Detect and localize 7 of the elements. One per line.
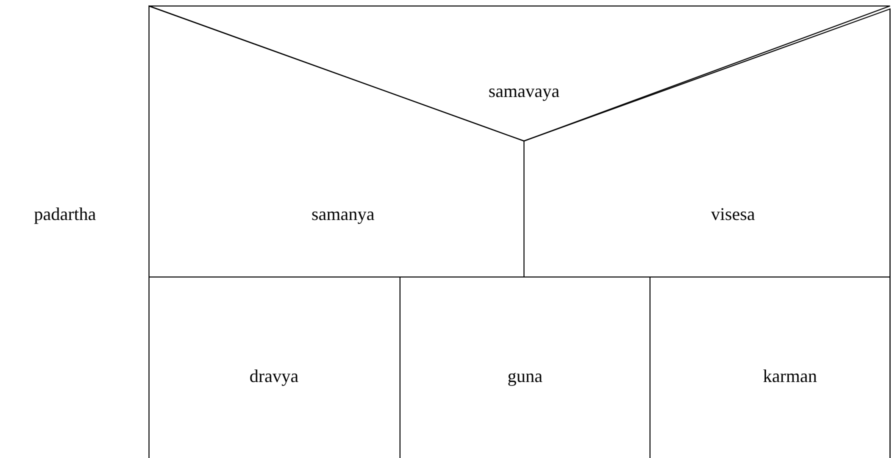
region-label: visesa xyxy=(711,205,755,223)
region-label: samavaya xyxy=(488,82,560,100)
region-label: guna xyxy=(508,367,542,385)
region-label: samanya xyxy=(312,205,374,223)
region-label: karman xyxy=(763,367,817,385)
diagram-label: padartha xyxy=(34,205,96,223)
region-label: dravya xyxy=(250,367,298,385)
